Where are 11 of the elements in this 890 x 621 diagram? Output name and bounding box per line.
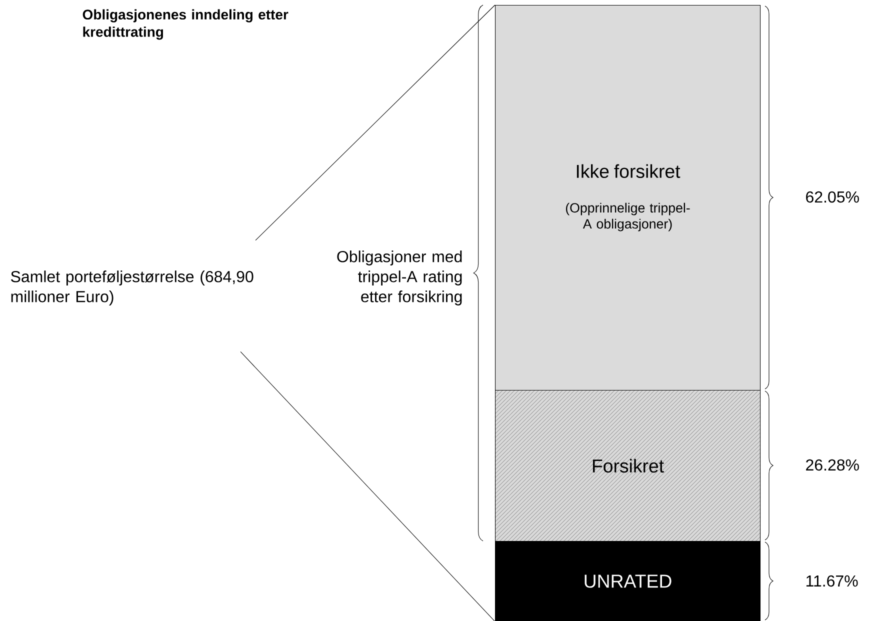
hatched-bar-segment: Forsikret [495,390,761,542]
percentage: 62.05% [806,191,859,203]
brace-label: Obligasjoner med trippel-A rating etter forsikring [337,250,462,306]
text-label: Samlet porteføljestørrelse (684,90 millioner Euro) [11,270,254,306]
percentage: 26.28% [806,459,859,471]
percentage: 11.67% [806,575,858,587]
node-label: Forsikret [592,458,664,473]
bar-segment: UNRATED [495,541,761,621]
connector-line [240,351,496,621]
title: Obligasjonenes inndeling etter kredittrating [82,9,288,40]
connector-line [255,4,496,241]
